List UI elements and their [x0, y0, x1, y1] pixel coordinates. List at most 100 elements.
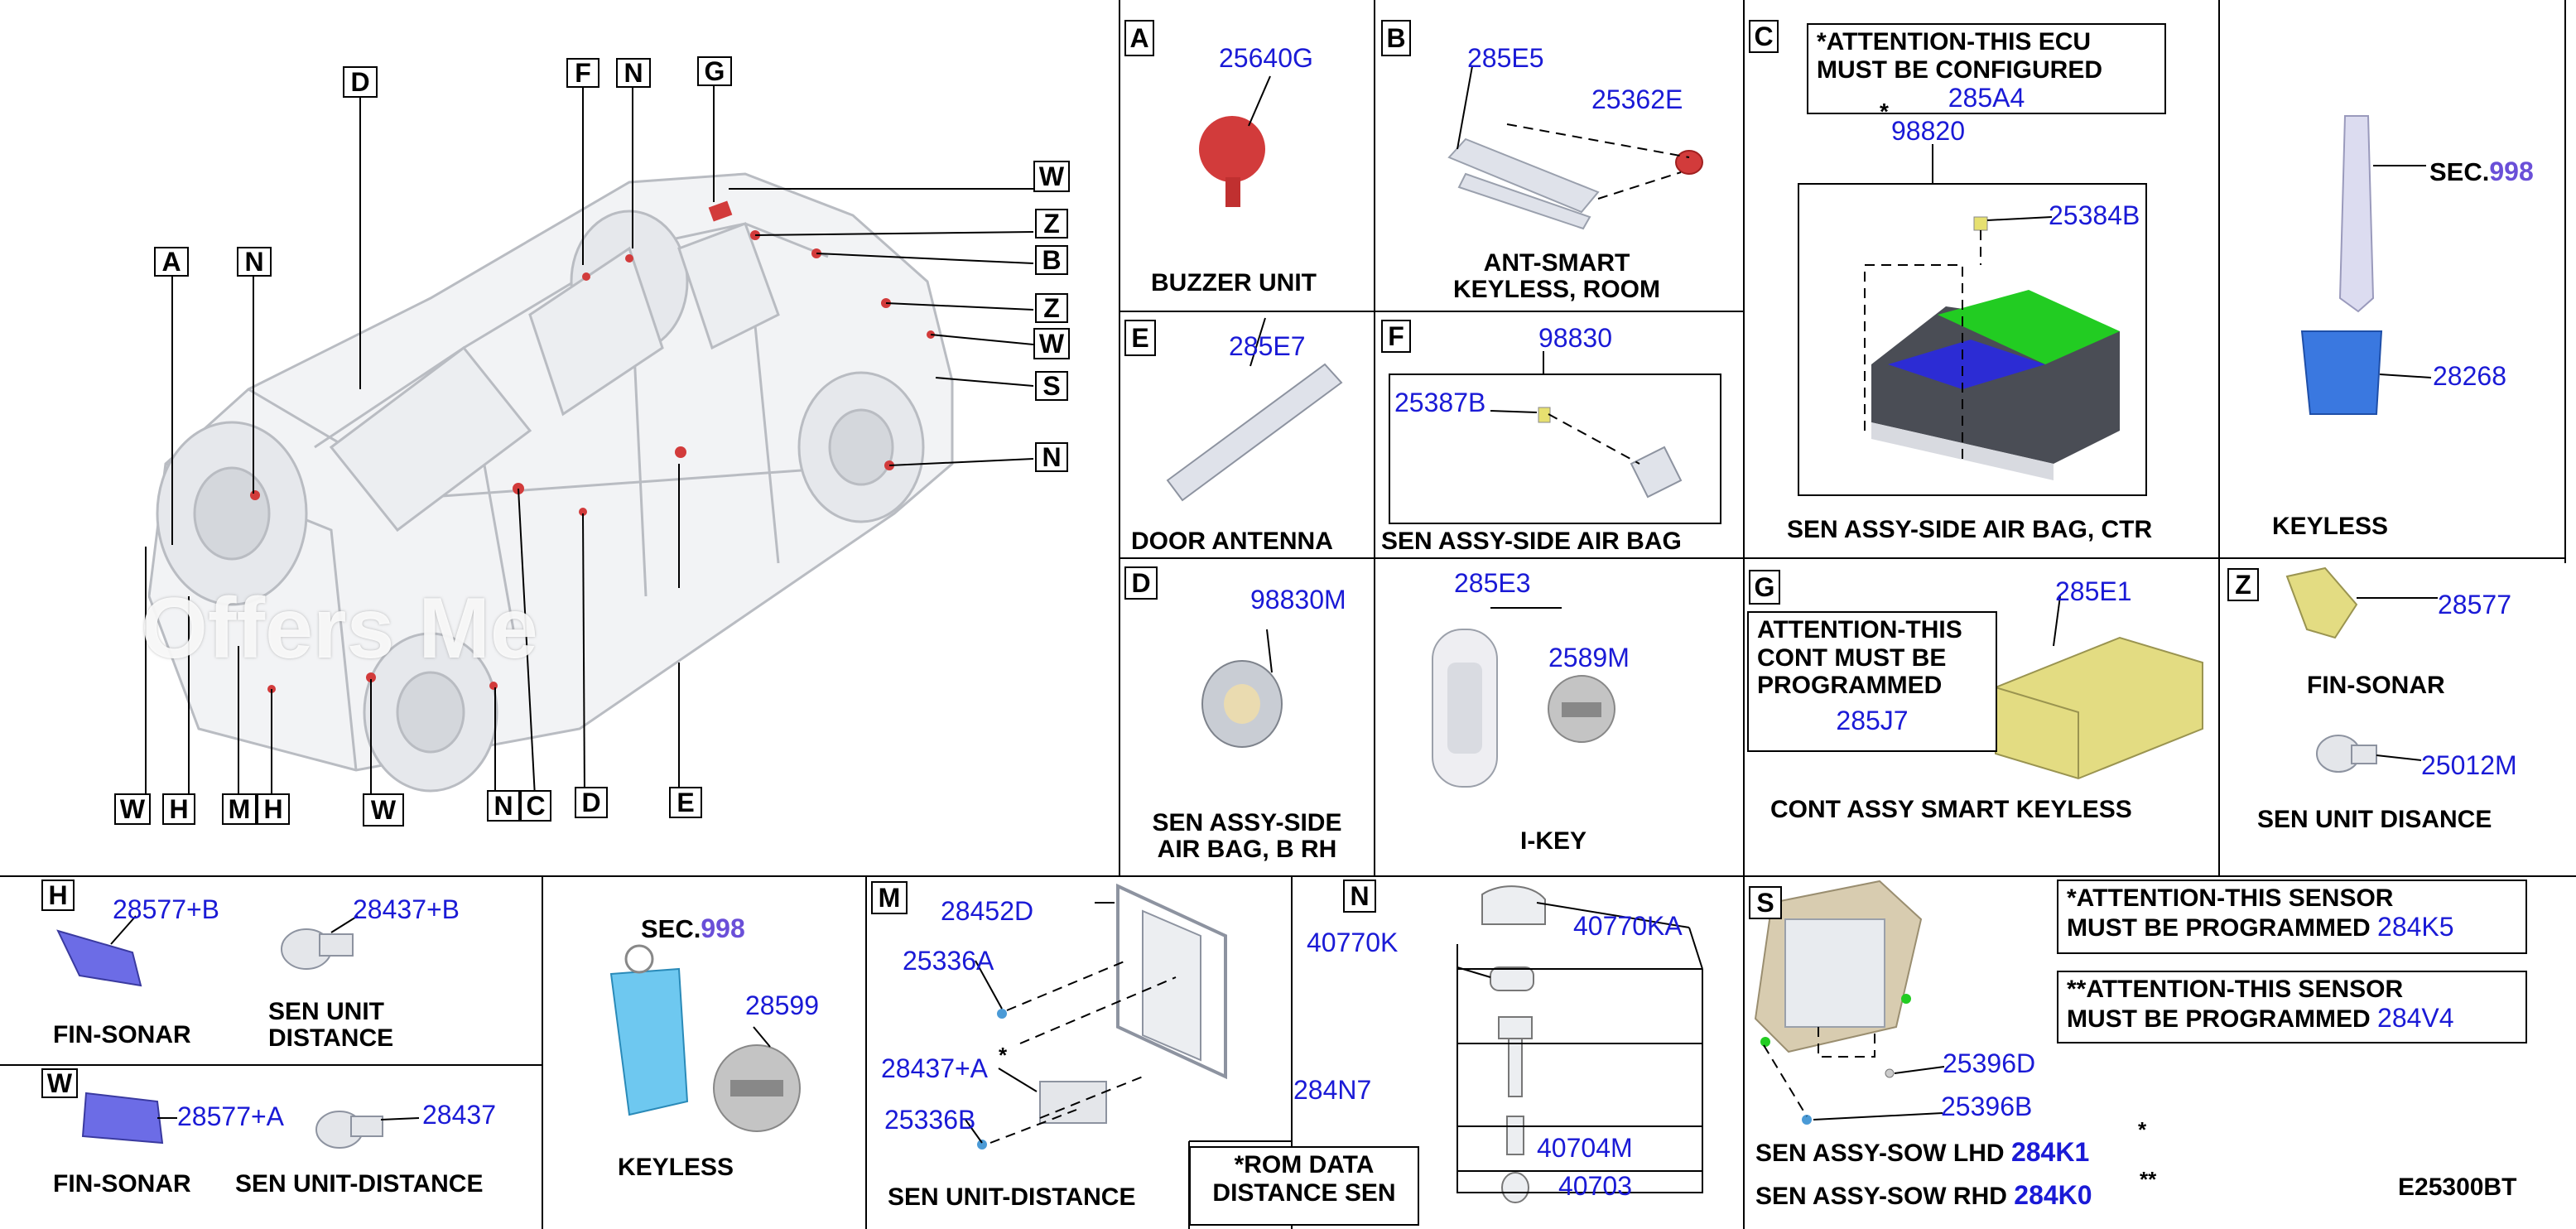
- part-name-sow-lhd: SEN ASSY-SOW LHD 284K1: [1755, 1138, 2089, 1167]
- part-name-ant-smart: ANT-SMART KEYLESS, ROOM: [1408, 249, 1706, 304]
- note-line: *ATTENTION-THIS SENSOR: [2067, 884, 2394, 912]
- section-d-letter: D: [1124, 566, 1158, 600]
- folding-key-graphic: [609, 944, 801, 1132]
- name-line: SEN UNIT: [268, 998, 385, 1025]
- door-antenna-graphic: [1166, 317, 1343, 502]
- part-number: 284N7: [1293, 1075, 1372, 1105]
- part-name-i-key: I-KEY: [1520, 827, 1587, 855]
- part-number: 28437+B: [353, 894, 460, 924]
- buzzer-graphic: [1199, 75, 1271, 207]
- part-number: 25336A: [903, 946, 994, 976]
- callout-b: B: [1035, 245, 1068, 275]
- callout-e: E: [669, 787, 702, 818]
- part-number: 285E7: [1229, 331, 1306, 361]
- sec-number: 998: [2489, 157, 2534, 186]
- attention-note-cont: ATTENTION-THIS CONT MUST BE PROGRAMMED 2…: [1747, 611, 1997, 752]
- callout-a: A: [154, 247, 189, 277]
- part-number: 28577+A: [177, 1101, 285, 1131]
- z-fin-sonar-graphic: [2285, 566, 2438, 773]
- section-n-letter: N: [1343, 880, 1376, 913]
- part-number: 285A4: [1948, 83, 2025, 113]
- note-line: MUST BE PROGRAMMED: [2067, 913, 2371, 942]
- part-number: 25012M: [2421, 750, 2517, 780]
- part-number: 285E5: [1467, 43, 1544, 73]
- section-w-letter: W: [41, 1068, 78, 1098]
- part-name-smart-keyless: CONT ASSY SMART KEYLESS: [1770, 796, 2132, 823]
- asterisk: *: [999, 1043, 1008, 1068]
- callout-w-1: W: [1033, 161, 1070, 192]
- attention-note-ecu: *ATTENTION-THIS ECU MUST BE CONFIGURED 2…: [1807, 23, 2166, 114]
- airbag-ctr-graphic: [1798, 183, 2147, 496]
- callout-n-left: N: [237, 247, 272, 277]
- part-number: 28437: [422, 1100, 496, 1130]
- part-name-sow-rhd: SEN ASSY-SOW RHD 284K0: [1755, 1181, 2092, 1210]
- section-m-letter: M: [871, 881, 908, 914]
- callout-z-1: Z: [1035, 209, 1068, 239]
- part-number: 25336B: [884, 1105, 976, 1135]
- part-number: 2589M: [1548, 643, 1630, 672]
- part-name-door-antenna: DOOR ANTENNA: [1131, 528, 1333, 555]
- m-bracket-graphic: [977, 883, 1227, 1149]
- part-name-fin-sonar: FIN-SONAR: [53, 1021, 191, 1048]
- w-fin-sonar-graphic: [81, 1092, 420, 1149]
- part-number: 28437+A: [881, 1053, 989, 1083]
- asterisk: **: [2140, 1167, 2157, 1192]
- part-name-sen-unit-distance: SEN UNIT-DISTANCE: [888, 1183, 1136, 1211]
- part-number: 25640G: [1219, 43, 1313, 73]
- section-h-letter: H: [41, 880, 75, 911]
- name-text: SEN ASSY-SOW RHD: [1755, 1183, 2007, 1210]
- part-number: 40770K: [1307, 928, 1399, 957]
- callout-d-bottom: D: [575, 787, 608, 818]
- section-a-letter: A: [1124, 20, 1154, 56]
- sec-label: SEC.: [2429, 157, 2490, 186]
- name-text: SEN ASSY-SOW LHD: [1755, 1140, 2005, 1167]
- sec-label: SEC.: [641, 914, 701, 943]
- note-line: *ROM DATA: [1234, 1151, 1375, 1178]
- section-c-letter: C: [1749, 20, 1779, 53]
- asterisk: *: [2138, 1117, 2147, 1142]
- note-line: MUST BE CONFIGURED: [1817, 55, 2102, 84]
- section-z-letter: Z: [2227, 568, 2259, 601]
- tpms-graphic: [1481, 885, 1546, 1203]
- callout-d: D: [343, 66, 378, 98]
- section-e-letter: E: [1124, 320, 1156, 356]
- note-line: CONT MUST BE: [1757, 643, 1947, 672]
- name-line: AIR BAG, B RH: [1157, 836, 1337, 864]
- part-number: 98830M: [1250, 585, 1346, 614]
- callout-w-2: W: [1033, 328, 1070, 359]
- part-name-sen-unit-disance: SEN UNIT DISANCE: [2257, 806, 2492, 833]
- callout-n-right: N: [1035, 442, 1068, 472]
- part-number: 28577: [2438, 590, 2511, 619]
- part-number: 40704M: [1537, 1133, 1633, 1163]
- part-number: 28599: [745, 990, 819, 1020]
- note-line: **ATTENTION-THIS SENSOR: [2067, 976, 2404, 1003]
- name-line: DISTANCE: [268, 1024, 394, 1053]
- part-number: 28577+B: [113, 894, 220, 924]
- figure-code: E25300BT: [2398, 1174, 2517, 1201]
- part-number: 285E1: [2055, 576, 2132, 606]
- section-b-letter: B: [1381, 20, 1411, 56]
- callout-z-2: Z: [1035, 293, 1068, 323]
- h-fin-sonar-graphic: [56, 915, 359, 987]
- part-number: 284K5: [2377, 911, 2454, 942]
- rom-data-note: *ROM DATA DISTANCE SEN: [1189, 1146, 1419, 1226]
- part-name-sen-unit-distance: SEN UNIT-DISTANCE: [235, 1170, 484, 1198]
- section-ref: SEC.998: [2429, 157, 2534, 186]
- note-line: ATTENTION-THIS: [1757, 616, 1962, 643]
- part-number: 25396D: [1943, 1048, 2036, 1078]
- part-number: 284V4: [2377, 1002, 2454, 1033]
- name-line: SEN ASSY-SIDE: [1152, 809, 1342, 836]
- smart-keyless-graphic: [1995, 595, 2203, 780]
- asterisk: *: [1880, 99, 1889, 124]
- name-line: KEYLESS, ROOM: [1452, 276, 1661, 304]
- sec-number: 998: [701, 913, 745, 943]
- callout-w-3: W: [114, 793, 151, 825]
- part-number: 285E3: [1454, 568, 1531, 598]
- callout-h-2: H: [257, 793, 290, 825]
- attention-note-sensor-2: **ATTENTION-THIS SENSOR MUST BE PROGRAMM…: [2057, 971, 2527, 1043]
- name-line: ANT-SMART: [1483, 249, 1630, 277]
- part-name-keyless: KEYLESS: [2272, 513, 2389, 540]
- section-s-letter: S: [1749, 886, 1782, 919]
- part-number: 25362E: [1591, 84, 1683, 114]
